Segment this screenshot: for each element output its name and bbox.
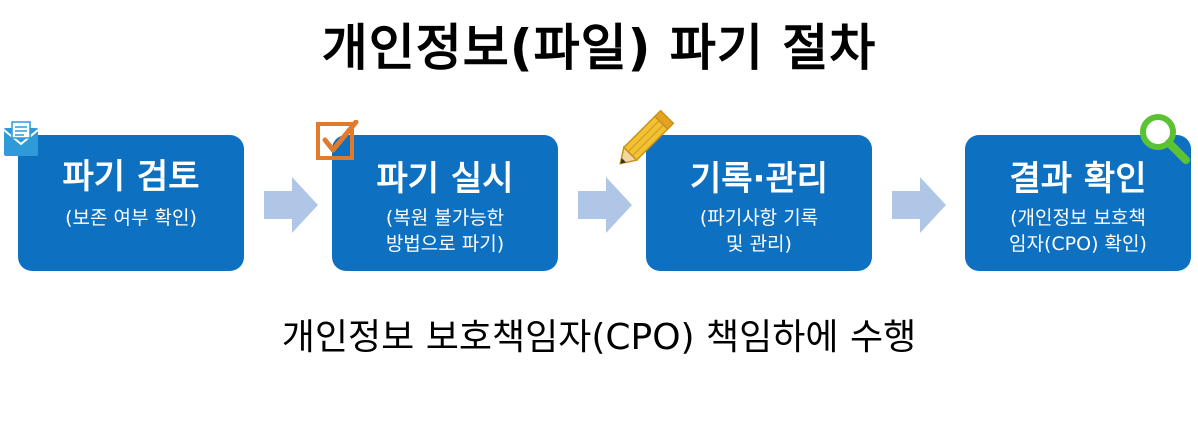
step-title: 기록·관리 bbox=[689, 159, 829, 199]
step-record: 기록·관리 (파기사항 기록 및 관리) bbox=[646, 135, 872, 271]
step-confirm: 결과 확인 (개인정보 보호책 임자(CPO) 확인) bbox=[965, 135, 1191, 271]
magnifier-icon bbox=[1140, 114, 1190, 164]
checkbox-icon bbox=[316, 120, 359, 160]
step-title: 파기 검토 bbox=[62, 157, 200, 197]
step-desc: (복원 불가능한 방법으로 파기) bbox=[385, 207, 505, 255]
envelope-icon bbox=[3, 121, 39, 156]
pencil-icon bbox=[619, 109, 675, 165]
step-title: 결과 확인 bbox=[1009, 159, 1147, 199]
step-execute: 파기 실시 (복원 불가능한 방법으로 파기) bbox=[332, 135, 558, 271]
step-desc: (파기사항 기록 및 관리) bbox=[699, 207, 819, 255]
step-desc: (개인정보 보호책 임자(CPO) 확인) bbox=[1009, 207, 1147, 255]
step-desc: (보존 여부 확인) bbox=[65, 207, 197, 229]
flow-arrow-2 bbox=[578, 177, 632, 233]
step-title: 파기 실시 bbox=[376, 159, 514, 199]
flow-arrow-3 bbox=[892, 177, 946, 233]
flow-arrow-1 bbox=[264, 177, 318, 233]
footer-note: 개인정보 보호책임자(CPO) 책임하에 수행 bbox=[281, 317, 917, 358]
step-review: 파기 검토 (보존 여부 확인) bbox=[18, 135, 244, 271]
diagram-title: 개인정보(파일) 파기 절차 bbox=[321, 19, 877, 77]
